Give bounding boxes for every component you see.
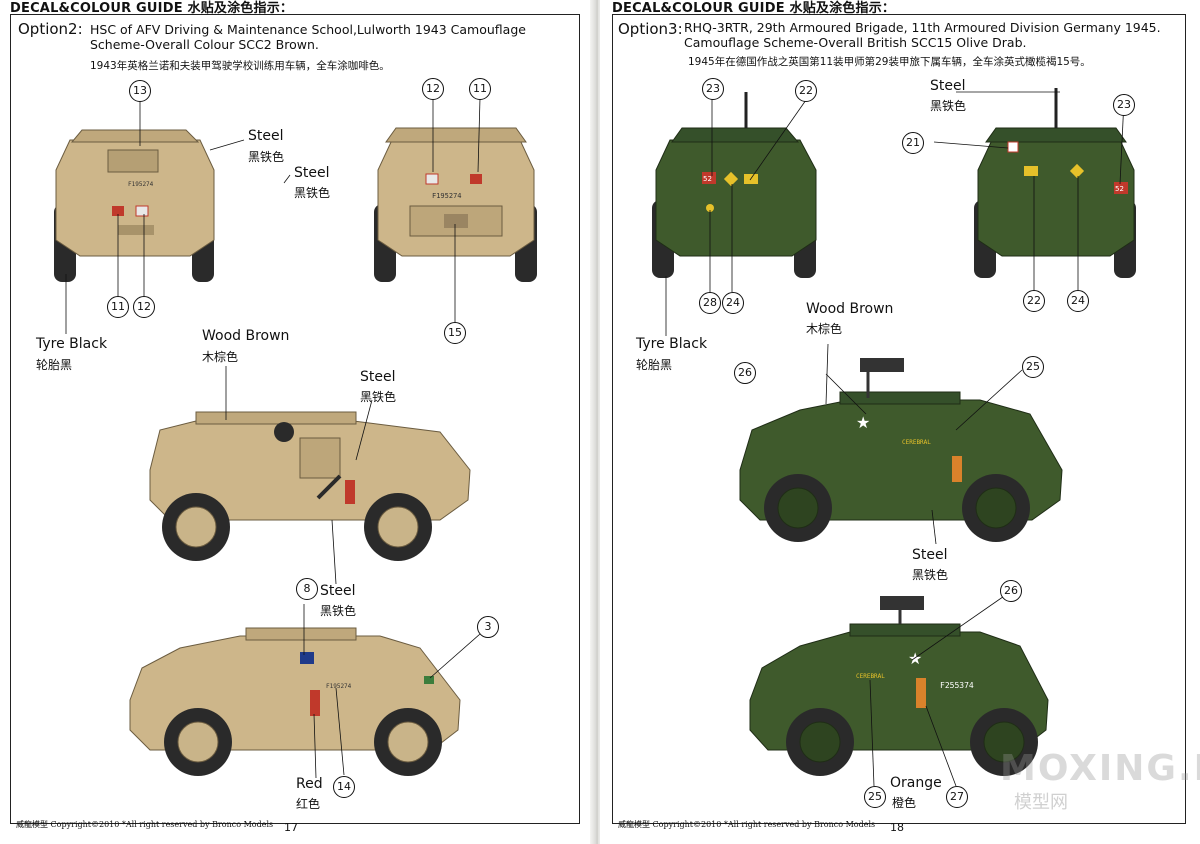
label-orange-cn: 橙色 xyxy=(892,796,917,810)
callout-24-front: 24 xyxy=(722,292,744,314)
label-steel-rear: Steel xyxy=(294,165,330,181)
callout-11-rear: 11 xyxy=(469,78,491,100)
callout-21: 21 xyxy=(902,132,924,154)
label-red-cn: 红色 xyxy=(296,797,321,811)
left-frame xyxy=(10,14,580,824)
label-steel-front: Steel xyxy=(248,128,284,144)
option2-title-line1: HSC of AFV Driving & Maintenance School,… xyxy=(90,22,526,37)
watermark: MOXING.NET xyxy=(1000,748,1200,789)
label-wood-brown-right: Wood Brown xyxy=(806,301,894,317)
callout-14: 14 xyxy=(333,776,355,798)
callout-23-rear: 23 xyxy=(1113,94,1135,116)
label-steel-side2: Steel xyxy=(320,583,356,599)
label-tyre-black: Tyre Black xyxy=(36,336,108,352)
label-steel-side: Steel xyxy=(360,369,396,385)
right-footer-brand: 威龍模型 Copyright©2010 *All right reserved … xyxy=(618,820,876,829)
right-page: DECAL&COLOUR GUIDE 水贴及涂色指示： Option3: RHQ… xyxy=(600,0,1200,844)
option2-title-cn: 1943年英格兰诺和夫装甲驾驶学校训练用车辆，全车涂咖啡色。 xyxy=(90,60,390,72)
label-steel-side2-cn: 黑铁色 xyxy=(320,604,357,618)
callout-22-front: 22 xyxy=(795,80,817,102)
callout-13: 13 xyxy=(129,80,151,102)
option2-title-line2: Scheme-Overall Colour SCC2 Brown. xyxy=(90,37,319,52)
callout-27: 27 xyxy=(946,786,968,808)
left-page-number: 17 xyxy=(284,821,298,834)
callout-12-front: 12 xyxy=(133,296,155,318)
callout-25-side2: 25 xyxy=(864,786,886,808)
label-tyre-black-cn: 轮胎黑 xyxy=(36,358,73,372)
label-steel-top: Steel xyxy=(930,78,966,94)
left-footer-brand: 威龍模型 Copyright©2010 *All right reserved … xyxy=(16,820,274,829)
label-steel-mid-cn: 黑铁色 xyxy=(912,568,949,582)
label-wood-brown-right-cn: 木棕色 xyxy=(806,322,843,336)
label-wood-brown-cn: 木棕色 xyxy=(202,350,239,364)
callout-3: 3 xyxy=(477,616,499,638)
label-wood-brown: Wood Brown xyxy=(202,328,290,344)
label-orange: Orange xyxy=(890,775,942,791)
callout-15: 15 xyxy=(444,322,466,344)
label-tyre-black-right: Tyre Black xyxy=(636,336,708,352)
callout-12-rear: 12 xyxy=(422,78,444,100)
callout-28: 28 xyxy=(699,292,721,314)
option2-label: Option2: xyxy=(18,20,83,38)
option3-label: Option3: xyxy=(618,20,683,38)
left-guide-heading: DECAL&COLOUR GUIDE 水贴及涂色指示： xyxy=(10,1,294,16)
right-page-number: 18 xyxy=(890,821,904,834)
right-guide-heading: DECAL&COLOUR GUIDE 水贴及涂色指示： xyxy=(612,1,896,16)
callout-26-side1: 26 xyxy=(734,362,756,384)
option3-title-line1: RHQ-3RTR, 29th Armoured Brigade, 11th Ar… xyxy=(684,20,1161,35)
option3-title-cn: 1945年在德国作战之英国第11装甲师第29装甲旅下属车辆，全车涂英式橄榄褐15… xyxy=(688,56,1091,68)
label-steel-front-cn: 黑铁色 xyxy=(248,150,285,164)
label-tyre-black-right-cn: 轮胎黑 xyxy=(636,358,673,372)
label-steel-side-cn: 黑铁色 xyxy=(360,390,397,404)
callout-25-side1: 25 xyxy=(1022,356,1044,378)
option3-title-line2: Camouflage Scheme-Overall British SCC15 … xyxy=(684,35,1027,50)
left-page: DECAL&COLOUR GUIDE 水贴及涂色指示： Option2: HSC… xyxy=(0,0,592,844)
option3-title: RHQ-3RTR, 29th Armoured Brigade, 11th Ar… xyxy=(684,20,1174,50)
callout-26-side2: 26 xyxy=(1000,580,1022,602)
label-steel-top-cn: 黑铁色 xyxy=(930,99,967,113)
label-steel-mid: Steel xyxy=(912,547,948,563)
label-red: Red xyxy=(296,776,323,792)
label-steel-rear-cn: 黑铁色 xyxy=(294,186,331,200)
callout-24-rear: 24 xyxy=(1067,290,1089,312)
callout-23-front: 23 xyxy=(702,78,724,100)
callout-8: 8 xyxy=(296,578,318,600)
right-frame xyxy=(612,14,1186,824)
callout-22-rear: 22 xyxy=(1023,290,1045,312)
option2-title: HSC of AFV Driving & Maintenance School,… xyxy=(90,22,530,52)
watermark-cn: 模型网 xyxy=(1014,792,1068,813)
callout-11-front: 11 xyxy=(107,296,129,318)
